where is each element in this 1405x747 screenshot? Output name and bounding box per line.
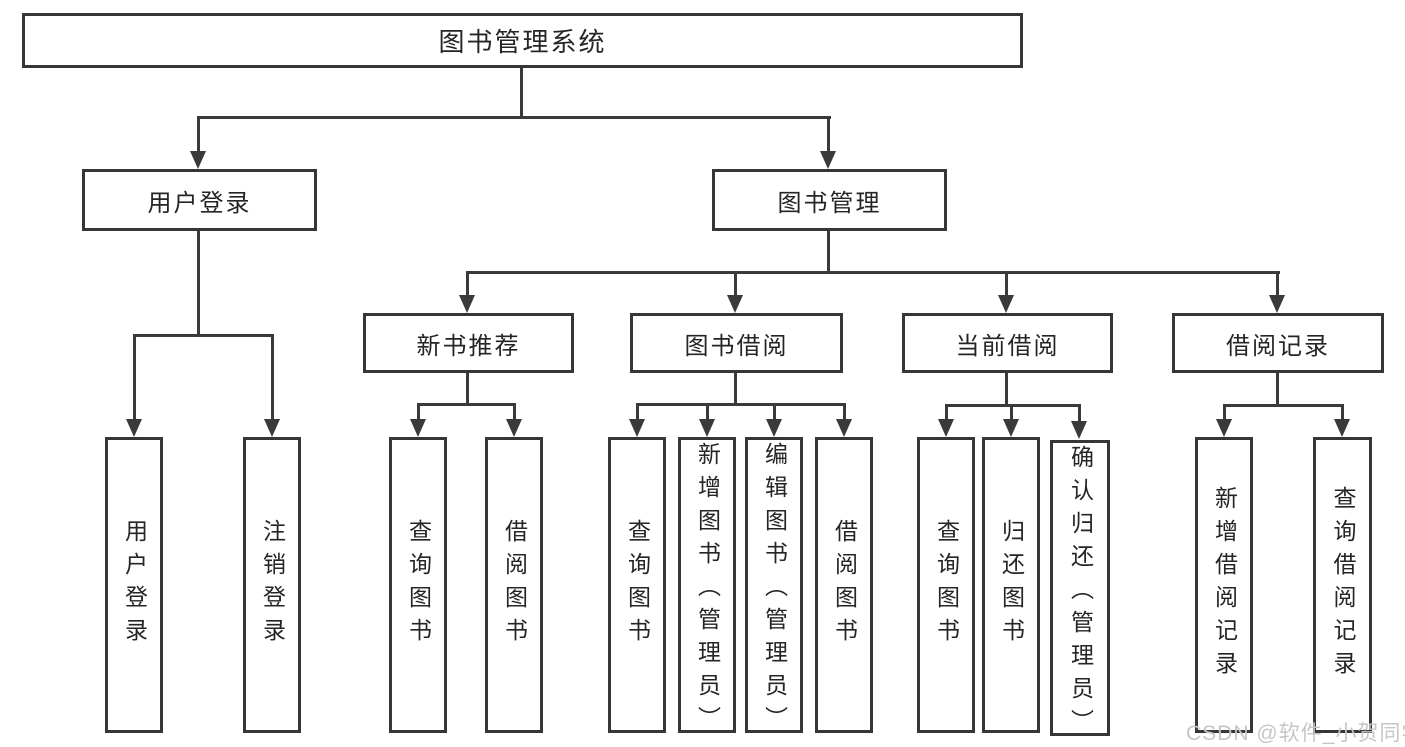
connector-line [133, 334, 136, 420]
connector-line [520, 68, 523, 118]
connector-line [636, 403, 639, 421]
connector-line [466, 373, 469, 406]
arrow-down [629, 419, 645, 437]
node-label: 图书管理 [777, 189, 882, 217]
connector-line [734, 271, 737, 297]
arrow-down [998, 295, 1014, 313]
connector-line [417, 403, 516, 406]
node-label: 用户登录 [147, 189, 252, 217]
arrow-down [1216, 419, 1232, 437]
connector-line [1010, 404, 1013, 421]
connector-line [466, 271, 1280, 274]
leaf-label: 用户登录 [121, 519, 148, 651]
leaf-add-books-admin: 新增图书（管理员） [678, 437, 736, 739]
node-label: 图书借阅 [684, 332, 789, 360]
connector-line [843, 403, 846, 421]
connector-line [1078, 404, 1081, 421]
arrow-down [766, 419, 782, 437]
leaf-label: 确认归还（管理员） [1067, 445, 1094, 742]
leaf-label: 查询图书 [405, 519, 432, 651]
connector-line [773, 403, 776, 421]
arrow-down [727, 295, 743, 313]
connector-line [466, 271, 469, 297]
leaf-label: 借阅图书 [831, 519, 858, 651]
connector-line [197, 116, 200, 152]
arrow-down [190, 151, 206, 169]
arrow-down [1071, 421, 1087, 439]
leaf-current-query-books: 查询图书 [917, 437, 975, 733]
connector-line [271, 334, 274, 420]
arrow-down [836, 419, 852, 437]
leaf-label: 借阅图书 [501, 519, 528, 651]
leaf-label: 新增借阅记录 [1211, 486, 1238, 684]
connector-line [945, 404, 948, 421]
leaf-borrow-books: 借阅图书 [815, 437, 873, 733]
arrow-down [410, 419, 426, 437]
leaf-label: 查询图书 [624, 519, 651, 651]
connector-line [636, 403, 846, 406]
connector-line [827, 231, 830, 273]
node-label: 图书管理系统 [438, 27, 607, 57]
csdn-watermark: CSDN @软件_小贺同学 [1186, 722, 1405, 745]
connector-line [1276, 271, 1279, 297]
leaf-label: 归还图书 [998, 519, 1025, 651]
leaf-label: 查询借阅记录 [1330, 486, 1356, 684]
arrow-down [1269, 295, 1285, 313]
connector-line [197, 231, 200, 337]
connector-line [734, 373, 737, 406]
connector-line [1276, 373, 1279, 407]
arrow-down [820, 151, 836, 169]
connector-line [513, 403, 516, 421]
arrow-down [264, 419, 280, 437]
connector-line [1223, 404, 1226, 421]
leaf-add-borrow-record: 新增借阅记录 [1195, 437, 1253, 733]
leaf-recommend-query-books: 查询图书 [389, 437, 447, 733]
node-label: 新书推荐 [416, 332, 521, 360]
connector-line [706, 403, 709, 421]
node-book-borrow: 图书借阅 [630, 313, 843, 373]
arrow-down [506, 419, 522, 437]
node-label: 借阅记录 [1226, 332, 1330, 360]
node-label: 当前借阅 [955, 332, 1060, 360]
connector-line [1341, 404, 1344, 421]
connector-line [1005, 271, 1008, 297]
leaf-edit-books-admin: 编辑图书（管理员） [745, 437, 803, 739]
leaf-label: 编辑图书（管理员） [761, 442, 788, 739]
connector-line [945, 404, 1081, 407]
arrow-down [1334, 419, 1350, 437]
arrow-down [1003, 419, 1019, 437]
leaf-label: 注销登录 [259, 519, 286, 651]
connector-line [133, 334, 274, 337]
arrow-down [126, 419, 142, 437]
connector-line [1005, 373, 1008, 407]
leaf-label: 查询图书 [933, 519, 960, 651]
leaf-query-borrow-record: 查询借阅记录 [1313, 437, 1372, 733]
arrow-down [938, 419, 954, 437]
node-new-book-recommend: 新书推荐 [363, 313, 574, 373]
leaf-borrow-query-books: 查询图书 [608, 437, 666, 733]
node-current-borrow: 当前借阅 [902, 313, 1113, 373]
arrow-down [699, 419, 715, 437]
connector-line [417, 403, 420, 421]
arrow-down [459, 295, 475, 313]
leaf-confirm-return-admin: 确认归还（管理员） [1050, 440, 1110, 742]
connector-line [197, 116, 831, 119]
leaf-recommend-borrow-books: 借阅图书 [485, 437, 543, 733]
leaf-return-books: 归还图书 [982, 437, 1040, 733]
leaf-label: 新增图书（管理员） [694, 442, 721, 739]
node-book-management: 图书管理 [712, 169, 947, 231]
connector-line [827, 116, 830, 152]
node-borrow-records: 借阅记录 [1172, 313, 1384, 373]
connector-line [1223, 404, 1344, 407]
leaf-logout: 注销登录 [243, 437, 301, 733]
node-user-login: 用户登录 [82, 169, 317, 231]
leaf-user-login: 用户登录 [105, 437, 163, 733]
node-library-system: 图书管理系统 [22, 13, 1023, 68]
